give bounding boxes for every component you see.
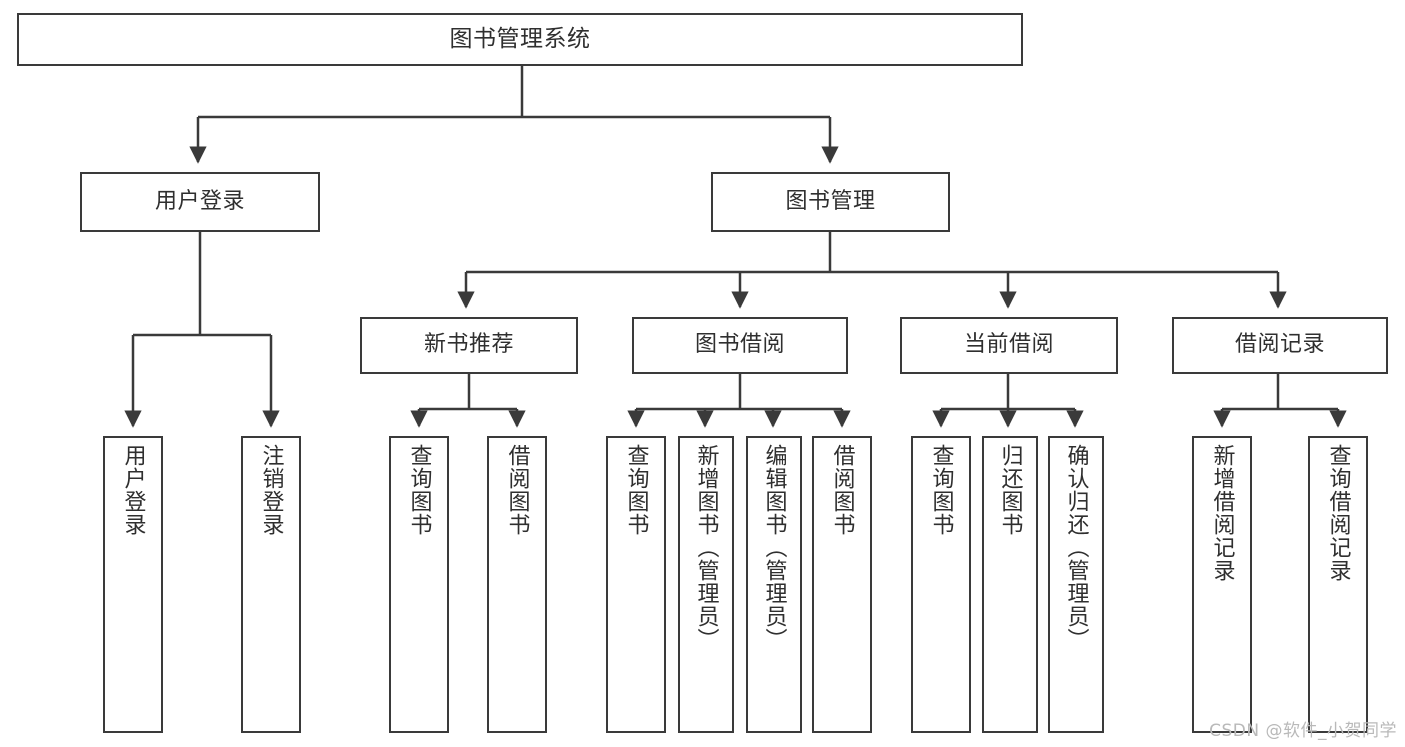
- leaf-user-login-signout[interactable]: 注销登录: [241, 436, 301, 733]
- node-label: 图书管理: [785, 188, 876, 214]
- leaf-book-borrow-borrow[interactable]: 借阅图书: [812, 436, 872, 733]
- node-label: 图书借阅: [694, 332, 785, 358]
- node-label: 用户登录: [120, 444, 146, 536]
- node-label: 查询图书: [406, 444, 432, 536]
- node-book-borrow[interactable]: 图书借阅: [632, 317, 848, 374]
- node-label: 新增图书（管理员）: [693, 444, 719, 651]
- leaf-current-borrow-confirm-admin[interactable]: 确认归还（管理员）: [1048, 436, 1104, 733]
- node-label: 借阅记录: [1234, 332, 1325, 358]
- node-label: 注销登录: [258, 444, 284, 536]
- node-label: 归还图书: [997, 444, 1023, 536]
- leaf-current-borrow-query[interactable]: 查询图书: [911, 436, 971, 733]
- node-label: 当前借阅: [963, 332, 1054, 358]
- node-label: 新增借阅记录: [1209, 444, 1235, 582]
- node-label: 查询图书: [623, 444, 649, 536]
- node-label: 用户登录: [154, 188, 245, 214]
- node-label: 借阅图书: [504, 444, 530, 536]
- node-borrow-record[interactable]: 借阅记录: [1172, 317, 1388, 374]
- node-label: 查询借阅记录: [1325, 444, 1351, 582]
- watermark: CSDN @软件_小贺同学: [1209, 721, 1397, 741]
- node-user-login[interactable]: 用户登录: [80, 172, 320, 232]
- node-label: 查询图书: [928, 444, 954, 536]
- node-label: 编辑图书（管理员）: [761, 444, 787, 651]
- node-root-system[interactable]: 图书管理系统: [17, 13, 1023, 66]
- leaf-borrow-record-query[interactable]: 查询借阅记录: [1308, 436, 1368, 733]
- node-book-management[interactable]: 图书管理: [711, 172, 950, 232]
- node-label: 图书管理系统: [449, 25, 591, 52]
- node-label: 新书推荐: [423, 332, 514, 358]
- leaf-user-login-signin[interactable]: 用户登录: [103, 436, 163, 733]
- leaf-book-borrow-add-admin[interactable]: 新增图书（管理员）: [678, 436, 734, 733]
- leaf-new-book-borrow[interactable]: 借阅图书: [487, 436, 547, 733]
- leaf-book-borrow-query[interactable]: 查询图书: [606, 436, 666, 733]
- node-current-borrow[interactable]: 当前借阅: [900, 317, 1118, 374]
- node-new-book-recommend[interactable]: 新书推荐: [360, 317, 578, 374]
- leaf-new-book-query[interactable]: 查询图书: [389, 436, 449, 733]
- node-label: 确认归还（管理员）: [1063, 444, 1089, 651]
- leaf-borrow-record-add[interactable]: 新增借阅记录: [1192, 436, 1252, 733]
- leaf-current-borrow-return[interactable]: 归还图书: [982, 436, 1038, 733]
- node-label: 借阅图书: [829, 444, 855, 536]
- leaf-book-borrow-edit-admin[interactable]: 编辑图书（管理员）: [746, 436, 802, 733]
